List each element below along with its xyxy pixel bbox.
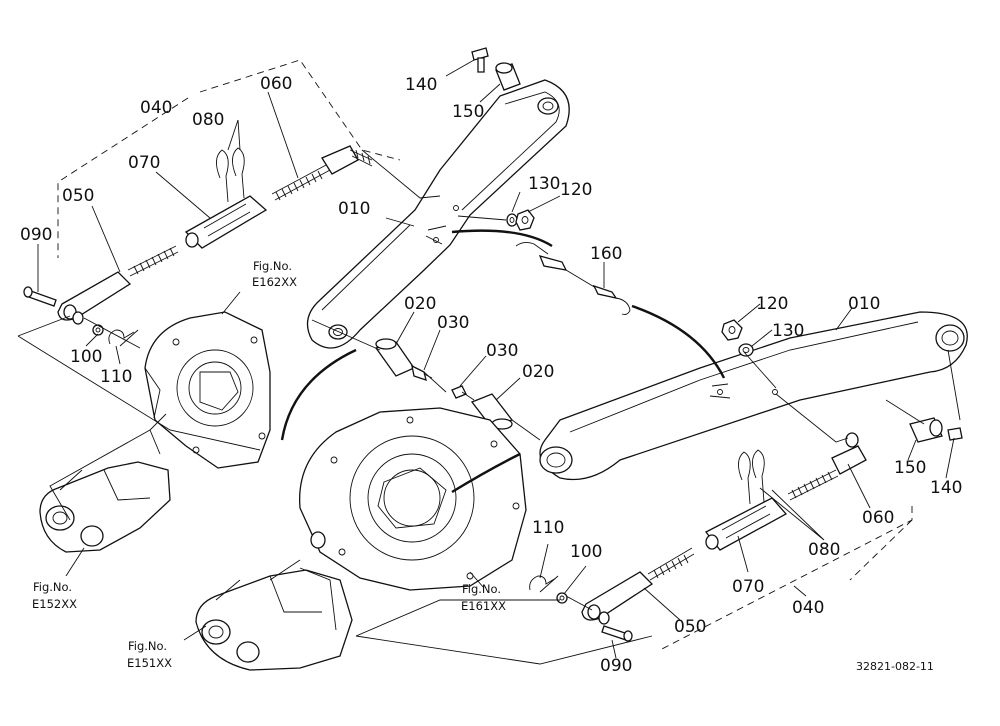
callout-120-right: 120 [756,294,788,314]
callout-150-top: 150 [452,102,484,122]
callout-070-right: 070 [732,577,764,597]
callout-010-left: 010 [338,199,370,219]
callout-130-right: 130 [772,321,804,341]
chain-160 [515,241,631,315]
lower-link-010-right [539,311,968,481]
assembly-lines [17,149,961,665]
housing-e161xx [298,407,527,591]
bolt-030-left [411,364,433,381]
callout-100-left: 100 [70,347,102,367]
callout-030-mid: 030 [486,341,518,361]
callout-020-left: 020 [404,294,436,314]
callout-110-right: 110 [532,518,564,538]
callout-090-left: 090 [20,225,52,245]
callout-080-right: 080 [808,540,840,560]
figure-reference-e162xx: Fig.No. E162XX [252,259,297,289]
washer-130-right [738,343,754,357]
figure-ref-label: Fig.No. [128,639,167,653]
bolt-140-right [947,427,963,441]
bolt-140-top [471,47,489,73]
leader-lines [37,59,955,659]
figure-ref-label: Fig.No. [33,580,72,594]
figure-ref-label: Fig.No. [253,259,292,273]
callout-100-right: 100 [570,542,602,562]
bracket-e151xx [195,567,353,671]
assembly-arc-top [451,229,553,248]
callout-040-left: 040 [140,98,172,118]
pin-020-left [374,338,415,377]
group-outline-040-right [659,506,913,651]
bushing-150-top [495,62,521,91]
callout-060-right: 060 [862,508,894,528]
assembly-arc-left [280,348,357,441]
assembly-arc-mid [451,452,521,494]
figure-ref-code: E161XX [461,599,506,613]
bracket-e152xx [39,461,171,553]
callout-060-left: 060 [260,74,292,94]
callout-160: 160 [590,244,622,264]
housing-e162xx [144,311,271,469]
callout-070-left: 070 [128,153,160,173]
callout-010-right: 010 [848,294,880,314]
callout-030-left: 030 [437,313,469,333]
figure-reference-e151xx: Fig.No. E151XX [127,639,172,670]
washer-130-top [506,213,518,227]
check-chain-040-right [529,432,867,642]
nut-120-top [515,209,535,231]
callout-050-right: 050 [674,617,706,637]
callout-020-mid: 020 [522,362,554,382]
callout-110-left: 110 [100,367,132,387]
bolt-030-mid [451,385,475,401]
drawing-code: 32821-082-11 [856,660,934,673]
bushing-150-right [909,417,943,443]
callout-130-top: 130 [528,174,560,194]
figure-ref-code: E162XX [252,275,297,289]
nut-120-right [721,319,743,341]
callout-150-right: 150 [894,458,926,478]
group-outline-040-left [57,59,401,258]
callout-140-top: 140 [405,75,437,95]
callout-140-right: 140 [930,478,962,498]
lower-link-010-left [306,79,570,349]
figure-reference-e152xx: Fig.No. E152XX [32,580,77,611]
callout-080-left: 080 [192,110,224,130]
callout-090-right: 090 [600,656,632,676]
figure-ref-code: E151XX [127,656,172,670]
callout-050-left: 050 [62,186,94,206]
figure-ref-code: E152XX [32,597,77,611]
callout-labels: 140 150 040 060 080 070 050 090 010 130 … [20,74,962,676]
check-chain-040-left [23,145,373,347]
callout-120-top: 120 [560,180,592,200]
assembly-arc-right [631,304,726,379]
figure-ref-label: Fig.No. [462,582,501,596]
callout-040-right: 040 [792,598,824,618]
figure-reference-e161xx: Fig.No. E161XX [461,582,506,613]
